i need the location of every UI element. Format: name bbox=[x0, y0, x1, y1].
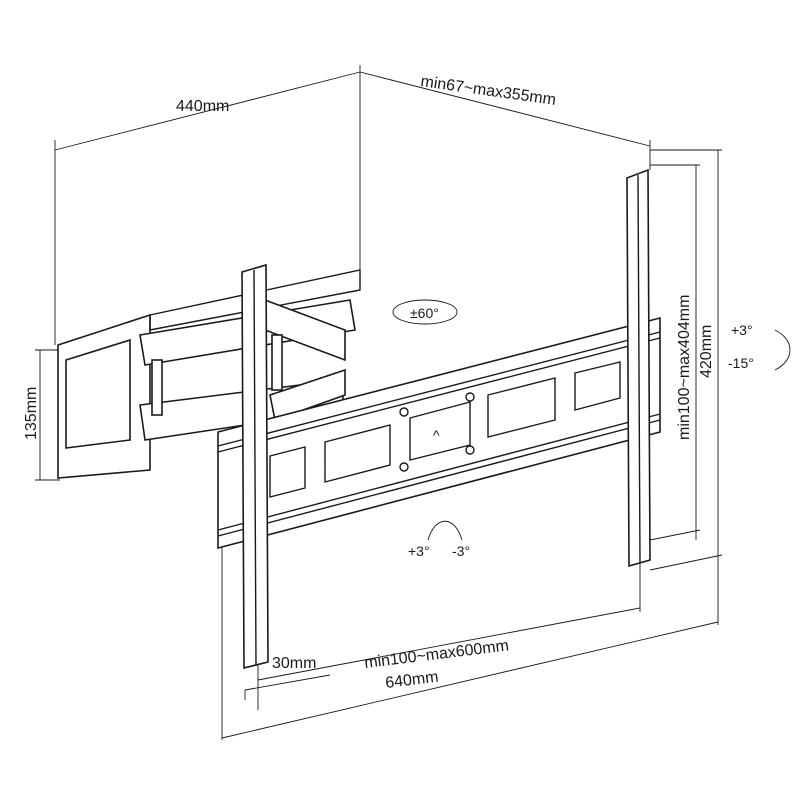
tilt-down-angle: -15° bbox=[728, 355, 754, 371]
up-arrow-icon: ^ bbox=[433, 427, 440, 443]
dim-extension: min67~max355mm bbox=[419, 73, 557, 109]
left-vertical-bracket bbox=[241, 263, 269, 670]
dim-640mm: 640mm bbox=[384, 669, 439, 692]
level-minus-angle: -3° bbox=[452, 543, 470, 559]
right-vertical-bracket bbox=[626, 168, 651, 568]
main-rail: ^ bbox=[217, 316, 661, 550]
dim-135mm: 135mm bbox=[23, 387, 40, 440]
dim-vesa-horizontal: min100~max600mm bbox=[363, 637, 509, 672]
level-plus-angle: +3° bbox=[408, 543, 430, 559]
dim-30mm: 30mm bbox=[272, 655, 316, 672]
wall-plate bbox=[57, 269, 361, 479]
tilt-up-angle: +3° bbox=[731, 322, 753, 338]
dim-vesa-vertical: min100~max404mm bbox=[676, 295, 693, 440]
rotation-arrows bbox=[392, 299, 791, 541]
dim-420mm: 420mm bbox=[698, 325, 715, 378]
dim-440mm: 440mm bbox=[176, 98, 229, 115]
swivel-arrow-icon bbox=[392, 299, 458, 325]
level-arrow-icon bbox=[427, 521, 463, 541]
tilt-arrow-icon bbox=[774, 329, 791, 371]
swivel-angle: ±60° bbox=[410, 305, 439, 321]
